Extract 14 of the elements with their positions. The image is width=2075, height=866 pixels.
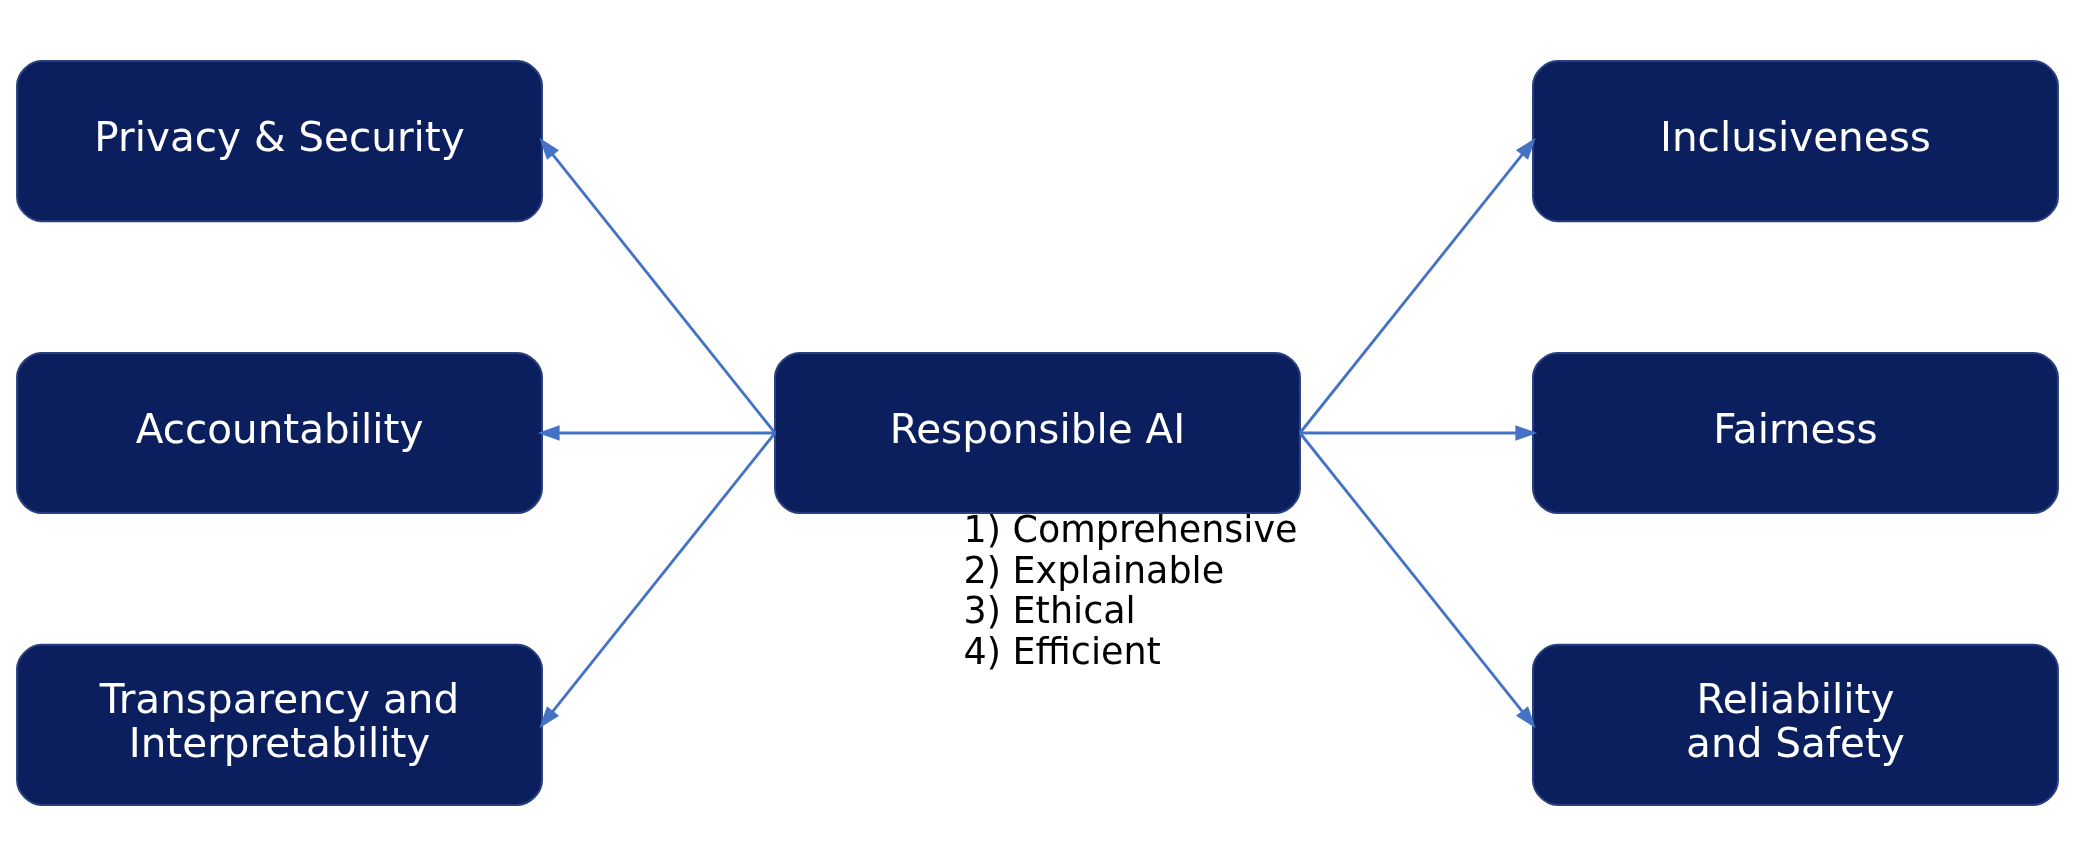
- arrow: [1299, 425, 1538, 441]
- node-label: 4) Efficient: [963, 629, 1161, 673]
- arrow: [539, 137, 777, 434]
- node-box: Inclusiveness: [1532, 60, 2059, 223]
- node-box: Privacy & Security: [16, 60, 543, 223]
- arrow: [537, 425, 776, 441]
- node-box: Accountability: [16, 351, 543, 515]
- arrow: [1298, 137, 1536, 434]
- node-box: Responsible AI: [774, 351, 1301, 515]
- node-box: Fairness: [1532, 351, 2059, 515]
- node-box: Transparency and Interpretability: [16, 643, 543, 806]
- arrow: [1298, 432, 1536, 729]
- arrow: [539, 432, 777, 729]
- node-box: Reliability and Safety: [1532, 643, 2059, 806]
